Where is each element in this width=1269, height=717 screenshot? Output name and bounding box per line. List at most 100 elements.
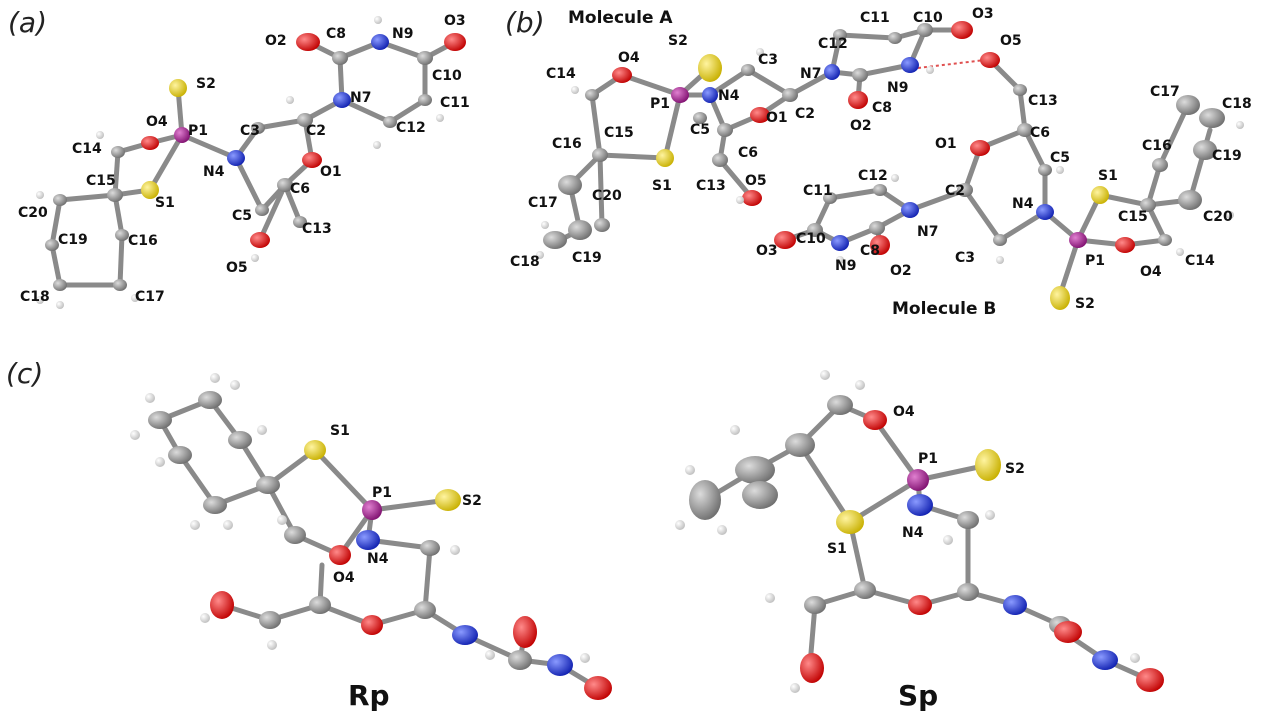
atom-s1 (836, 510, 864, 534)
atom-label: O5 (745, 173, 767, 189)
hydrogen (675, 520, 685, 530)
atom-label: C18 (20, 289, 50, 305)
panel-c: (c) (6, 357, 1164, 712)
atom-carbon (168, 446, 192, 464)
rp-structure (157, 397, 601, 691)
atom-c6 (277, 178, 293, 192)
panel-a-bonds (49, 39, 458, 288)
atom-o2 (848, 91, 868, 109)
atom-label: C16 (128, 233, 158, 249)
atom-label: C3 (758, 52, 778, 68)
atom-oxygen (1136, 668, 1164, 692)
rp-caption: Rp (348, 679, 390, 712)
rp-labels: S1 P1 S2 N4 O4 Rp (330, 423, 482, 712)
atom-c8 (869, 221, 885, 235)
molecule-a-atoms (536, 21, 973, 259)
atom-label: C8 (326, 26, 346, 42)
hydrogen (374, 16, 382, 24)
hydrogen (536, 251, 544, 259)
atom-label: S1 (330, 423, 350, 439)
atom-o4 (141, 136, 159, 150)
atom-oxygen (800, 653, 824, 683)
hydrogen (765, 593, 775, 603)
atom-c15 (592, 148, 608, 162)
atom-label: N4 (1012, 196, 1034, 212)
atom-n4 (356, 530, 380, 550)
hydrogen (1130, 653, 1140, 663)
atom-label: C13 (696, 178, 726, 194)
atom-s1 (1091, 186, 1109, 204)
hydrogen (373, 141, 381, 149)
hydrogen (267, 640, 277, 650)
atom-p1 (362, 500, 382, 520)
atom-label: N4 (902, 525, 924, 541)
hydrogen (756, 48, 764, 56)
atom-label: P1 (918, 451, 938, 467)
sp-structure (702, 402, 1153, 683)
atom-label: C8 (872, 100, 892, 116)
atom-c14 (1158, 234, 1172, 246)
atom-c6 (717, 123, 733, 137)
atom-carbon (420, 540, 440, 556)
atom-c8 (852, 68, 868, 82)
atom-carbon (198, 391, 222, 409)
atom-label: O5 (1000, 33, 1022, 49)
panel-b: (b) Molecule A Molecule B (505, 6, 1252, 319)
atom-label: P1 (1085, 253, 1105, 269)
atom-carbon (957, 583, 979, 601)
hydrogen (790, 683, 800, 693)
hydrogen (200, 613, 210, 623)
atom-label: S2 (462, 493, 482, 509)
atom-carbon (284, 526, 306, 544)
atom-label: O4 (146, 114, 168, 130)
atom-carbon (854, 581, 876, 599)
atom-s2 (975, 449, 1001, 481)
atom-c13 (293, 216, 307, 228)
rp-atoms (130, 373, 612, 700)
hydrogen (36, 296, 44, 304)
molecule-b-atoms (774, 52, 1244, 310)
hydrogen (36, 191, 44, 199)
atom-oxygen (908, 595, 932, 615)
atom-o3 (444, 33, 466, 51)
atom-s2 (169, 79, 187, 97)
atom-c20 (1178, 190, 1202, 210)
atom-label: O4 (333, 570, 355, 586)
atom-c17 (113, 279, 127, 291)
hydrogen (230, 380, 240, 390)
atom-label: C14 (546, 66, 576, 82)
panel-a-atoms (36, 16, 466, 309)
atom-c5 (693, 112, 707, 124)
atom-label: N7 (917, 224, 938, 240)
atom-label: C19 (1212, 148, 1242, 164)
atom-label: C14 (72, 141, 102, 157)
atom-c13 (712, 153, 728, 167)
atom-label: S1 (827, 541, 847, 557)
atom-c13 (1013, 84, 1027, 96)
atom-label: C13 (1028, 93, 1058, 109)
atom-label: C10 (432, 68, 462, 84)
atom-n9 (831, 235, 849, 251)
atom-c19 (45, 239, 59, 251)
atom-c11 (823, 192, 837, 204)
atom-s2 (698, 54, 722, 82)
atom-label: N9 (392, 26, 413, 42)
hydrogen (485, 650, 495, 660)
atom-c18 (53, 279, 67, 291)
atom-o3 (951, 21, 973, 39)
atom-nitrogen (1003, 595, 1027, 615)
atom-label: S2 (668, 33, 688, 49)
atom-label: N9 (835, 258, 856, 274)
atom-o2 (296, 33, 320, 51)
atom-label: C10 (796, 231, 826, 247)
atom-label: N7 (350, 90, 371, 106)
atom-c3 (251, 122, 265, 134)
atom-label: P1 (650, 96, 670, 112)
atom-carbon (256, 476, 280, 494)
atom-c14 (585, 89, 599, 101)
hydrogen (855, 380, 865, 390)
atom-o4 (329, 545, 351, 565)
atom-c10 (417, 51, 433, 65)
atom-label: C15 (604, 125, 634, 141)
atom-c16 (1152, 158, 1168, 172)
